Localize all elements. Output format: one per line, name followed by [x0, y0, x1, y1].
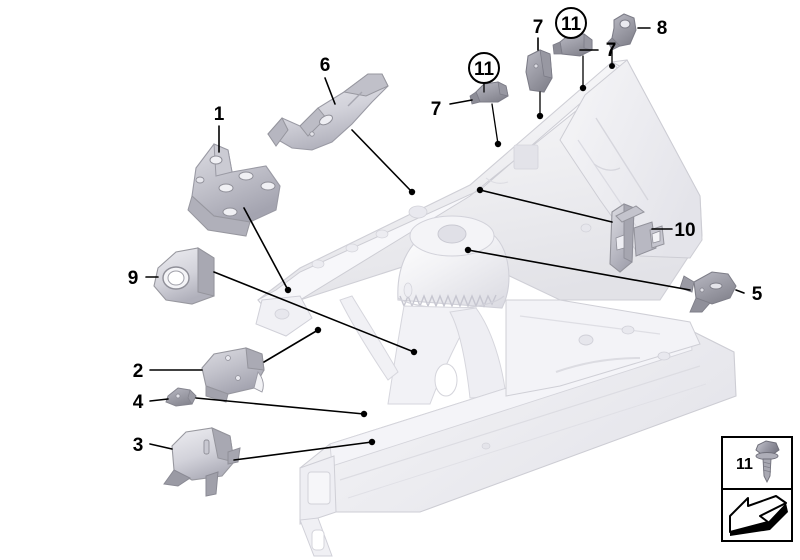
- part-1-mounting-bracket-large: [187, 143, 281, 237]
- legend-box: 11: [721, 436, 793, 542]
- part-7a-clip-bracket: [469, 81, 509, 105]
- part-8-small-tab-bracket: [607, 13, 637, 51]
- callout-label-9: 9: [128, 268, 139, 289]
- part-7b-clip-bracket: [525, 49, 553, 93]
- callout-label-7c: 7: [606, 40, 617, 61]
- callout-label-4: 4: [133, 392, 144, 413]
- part-5-flat-plate-bracket: [679, 271, 737, 313]
- view-direction-arrow-icon: [729, 495, 788, 536]
- callout-label-11b: 11: [561, 14, 582, 35]
- callout-label-7a: 7: [431, 99, 442, 120]
- callout-label-7b: 7: [533, 17, 544, 38]
- strut-tower-dome: [387, 215, 510, 405]
- callout-label-8: 8: [657, 18, 668, 39]
- callout-label-1: 1: [214, 104, 225, 125]
- callout-label-11a: 11: [474, 59, 495, 80]
- callout-label-5: 5: [752, 284, 763, 305]
- callout-label-6: 6: [320, 55, 331, 76]
- callout-circled-11b: 11: [555, 7, 587, 39]
- part-6-elongated-rail-bracket: [267, 73, 389, 151]
- callout-label-2: 2: [133, 361, 144, 382]
- callout-circled-11a: 11: [468, 52, 500, 84]
- hex-head-screw-icon: [755, 440, 780, 484]
- callout-label-3: 3: [133, 435, 144, 456]
- legend-screw-number: 11: [736, 456, 753, 473]
- leader-lines: [145, 27, 745, 461]
- callout-label-10: 10: [674, 220, 695, 241]
- part-9-bushing-block: [153, 247, 215, 305]
- part-3-dome-mount: [163, 427, 241, 497]
- part-2-bracket-stepped: [201, 347, 265, 403]
- callout-labels: 1 2 3 4 5 6 7 7 7 8 9 10 11 11: [128, 7, 763, 456]
- part-4-small-clip: [165, 387, 197, 407]
- vehicle-body-structure: [255, 59, 737, 557]
- part-10-l-shaped-bracket: [609, 203, 665, 273]
